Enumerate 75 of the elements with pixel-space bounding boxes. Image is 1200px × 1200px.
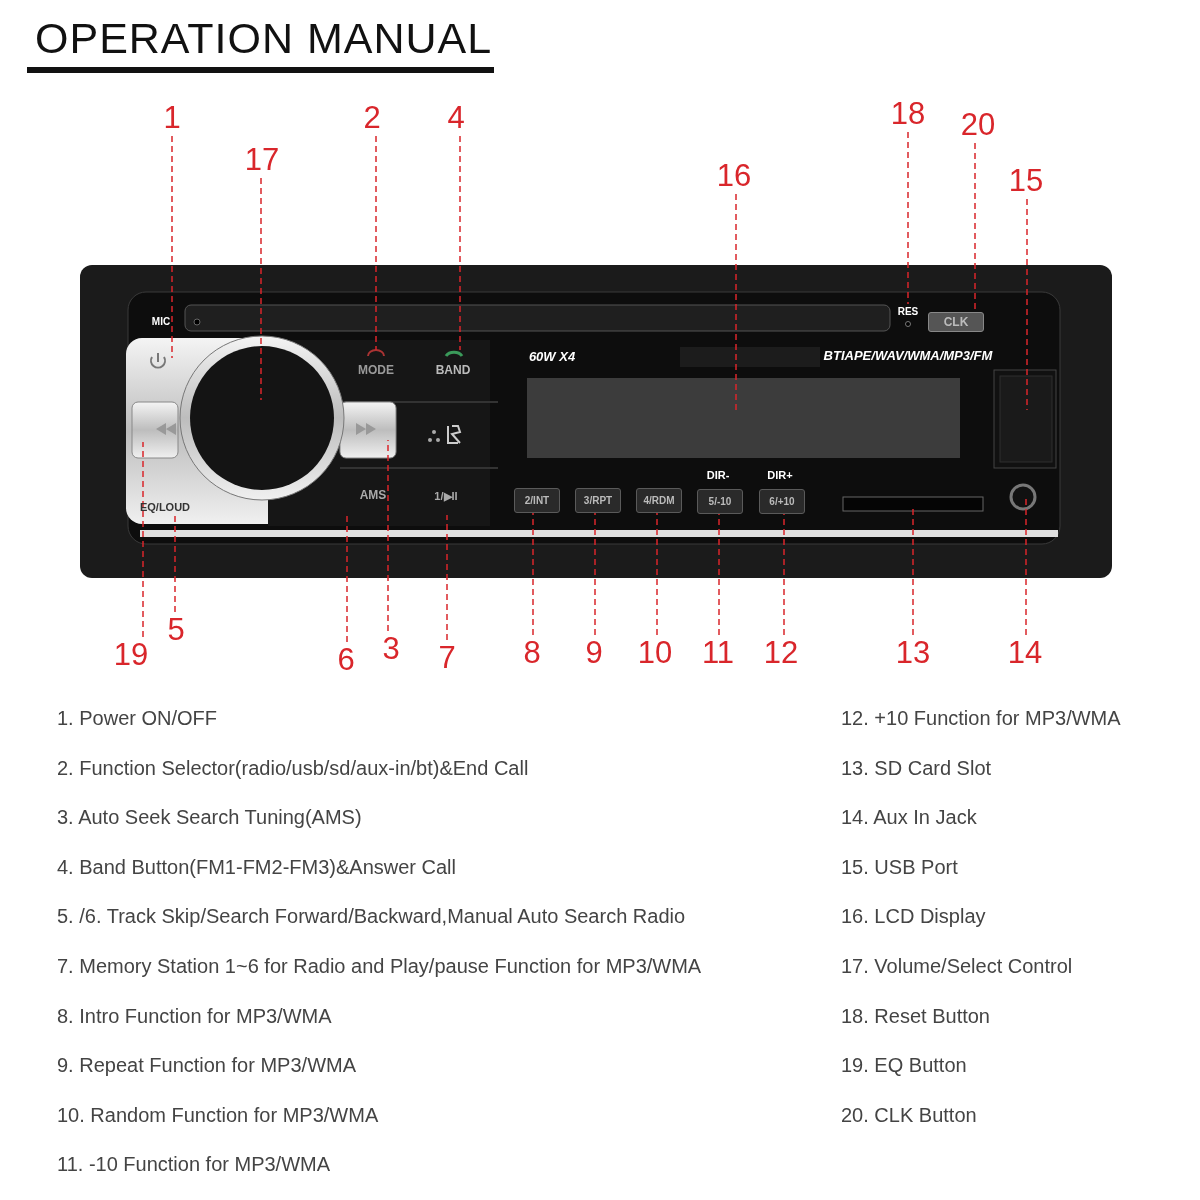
callout-number: 18 [885, 96, 931, 132]
panel-label: MIC [151, 315, 171, 327]
panel-key: 5/-10 [697, 488, 743, 514]
callout-number: 11 [695, 635, 741, 671]
panel-label: MODE [358, 363, 394, 377]
leader-line [171, 135, 173, 359]
callout-number: 5 [153, 612, 199, 648]
panel-label: 1/▶II [434, 489, 458, 503]
leader-line [656, 511, 658, 636]
leader-line [142, 441, 144, 638]
panel-label: DIR+ [767, 469, 793, 481]
callout-number: 15 [1003, 163, 1049, 199]
callout-number: 7 [424, 640, 470, 676]
leader-line [735, 193, 737, 411]
leader-line [1025, 497, 1027, 636]
callout-number: 8 [509, 635, 555, 671]
callout-number: 19 [108, 637, 154, 673]
callout-number: 17 [239, 142, 285, 178]
function-description: 8. Intro Function for MP3/WMA [57, 1004, 332, 1028]
leader-line [174, 514, 176, 613]
callout-number: 4 [433, 100, 479, 136]
function-description: 7. Memory Station 1~6 for Radio and Play/pause Function for MP3/WMA [57, 954, 702, 978]
leader-line [1026, 198, 1028, 411]
function-description: 12. +10 Function for MP3/WMA [841, 706, 1121, 730]
function-description: 20. CLK Button [841, 1103, 977, 1127]
callout-number: 6 [323, 642, 369, 678]
callout-number: 20 [955, 107, 1001, 143]
callout-number: 1 [149, 100, 195, 136]
function-description: 13. SD Card Slot [841, 756, 992, 780]
title: OPERATION MANUAL [35, 14, 493, 63]
function-description: 1. Power ON/OFF [57, 706, 218, 730]
function-description: 11. -10 Function for MP3/WMA [57, 1152, 331, 1176]
function-description: 5. /6. Track Skip/Search Forward/Backward,Manual Auto Search Radio [57, 904, 686, 928]
leader-line [375, 135, 377, 351]
leader-line [446, 514, 448, 641]
function-description: 3. Auto Seek Search Tuning(AMS) [57, 805, 362, 829]
callout-number: 3 [368, 631, 414, 667]
callout-number: 10 [632, 635, 678, 671]
leader-line [260, 177, 262, 401]
callout-number: 9 [571, 635, 617, 671]
leader-line [907, 131, 909, 305]
panel-key: 4/RDM [636, 487, 682, 513]
panel-label: BTIAPE/WAV/WMA/MP3/FM [823, 347, 993, 363]
function-description: 16. LCD Display [841, 904, 986, 928]
callout-number: 14 [1002, 635, 1048, 671]
callout-number: 16 [711, 158, 757, 194]
panel-label: DIR- [706, 469, 730, 481]
function-description: 14. Aux In Jack [841, 805, 977, 829]
function-description: 2. Function Selector(radio/usb/sd/aux-in/bt)&End Call [57, 756, 529, 780]
clk-button: CLK [928, 312, 984, 332]
function-description: 15. USB Port [841, 855, 958, 879]
function-description: 9. Repeat Function for MP3/WMA [57, 1053, 356, 1077]
leader-line [346, 514, 348, 643]
panel-key: 2/INT [514, 487, 560, 513]
callout-number: 2 [349, 100, 395, 136]
function-description: 19. EQ Button [841, 1053, 967, 1077]
leader-line [459, 135, 461, 351]
leader-line [532, 511, 534, 636]
function-description: 17. Volume/Select Control [841, 954, 1073, 978]
panel-label: BAND [435, 363, 471, 377]
callout-number: 13 [890, 635, 936, 671]
leader-line [783, 512, 785, 636]
function-description: 10. Random Function for MP3/WMA [57, 1103, 379, 1127]
panel-label: 60W X4 [528, 348, 576, 364]
function-description: 18. Reset Button [841, 1004, 990, 1028]
leader-line [594, 511, 596, 636]
callout-number: 12 [758, 635, 804, 671]
eq-button-label: EQ/LOUD [132, 499, 198, 515]
reset-button-label: RES [895, 304, 921, 318]
panel-key: 6/+10 [759, 488, 805, 514]
panel-label: AMS [359, 488, 387, 502]
panel-key: 3/RPT [575, 487, 621, 513]
function-description: 4. Band Button(FM1-FM2-FM3)&Answer Call [57, 855, 456, 879]
leader-line [718, 512, 720, 636]
leader-line [387, 439, 389, 632]
